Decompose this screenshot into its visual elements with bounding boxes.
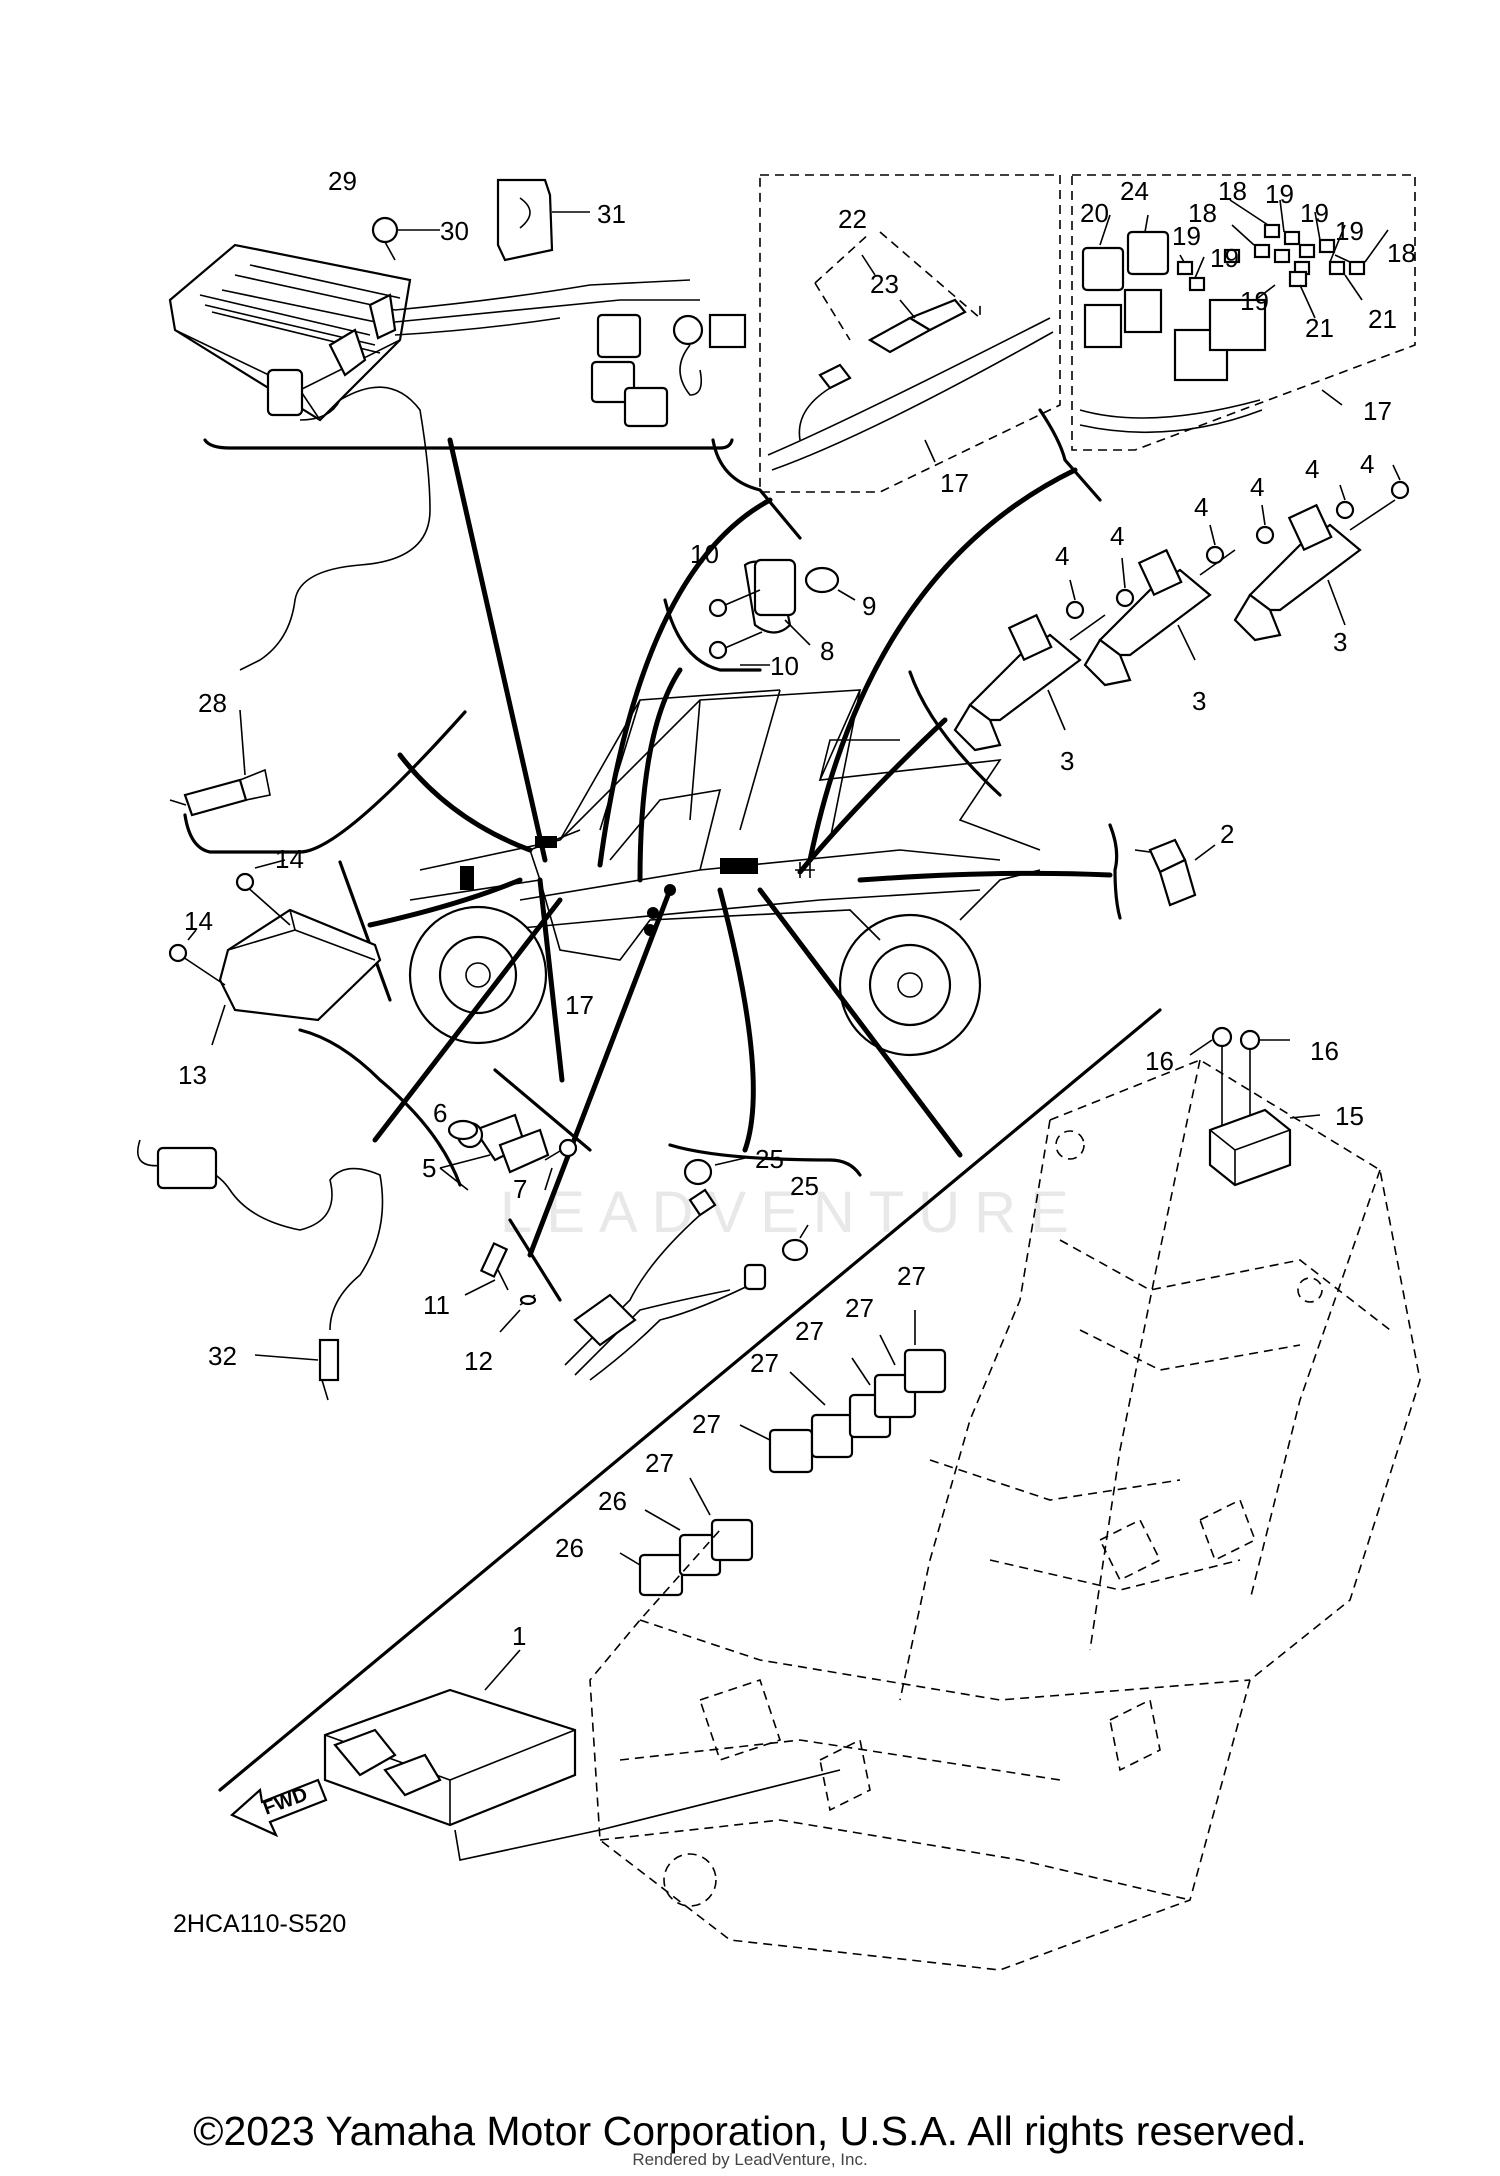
part-9-o-ring (804, 566, 856, 601)
vehicle-illustration (408, 689, 1041, 1057)
callout-4: 4 (1194, 492, 1208, 522)
callout-4: 4 (1360, 449, 1374, 479)
part-27-relay-row (739, 1310, 947, 1474)
callout-22: 22 (838, 204, 867, 234)
callout-19: 19 (1172, 221, 1201, 251)
callout-27: 27 (692, 1409, 721, 1439)
part-16-bolts (1189, 1026, 1290, 1125)
group-leader-lines (367, 437, 1113, 1258)
part-25-harness (564, 1157, 809, 1381)
callout-16: 16 (1145, 1046, 1174, 1076)
callout-14: 14 (275, 844, 304, 874)
fuse-detail-box-17 (1071, 174, 1416, 451)
callout-6: 6 (433, 1098, 447, 1128)
callout-19: 19 (1240, 286, 1269, 316)
callout-30: 30 (440, 216, 469, 246)
part-31-bracket (496, 178, 590, 262)
callout-10: 10 (690, 539, 719, 569)
group-brackets (183, 408, 1162, 1792)
callout-3: 3 (1333, 627, 1347, 657)
callout-25: 25 (790, 1171, 819, 1201)
callout-4: 4 (1250, 472, 1264, 502)
callout-1: 1 (512, 1621, 526, 1651)
callout-21: 21 (1305, 313, 1334, 343)
callout-19: 19 (1335, 216, 1364, 246)
electrical-tray (589, 1059, 1421, 1971)
callout-29: 29 (328, 166, 357, 196)
fuse-cluster (1176, 223, 1366, 292)
callout-5: 5 (422, 1153, 436, 1183)
callout-24: 24 (1120, 176, 1149, 206)
part-30-bolt (371, 216, 440, 261)
callout-32: 32 (208, 1341, 237, 1371)
callout-3: 3 (1060, 746, 1074, 776)
callout-20: 20 (1080, 198, 1109, 228)
callout-10: 10 (770, 651, 799, 681)
callout-16: 16 (1310, 1036, 1339, 1066)
callout-11: 11 (423, 1290, 450, 1320)
watermark-text: LEADVENTURE (500, 1180, 1083, 1245)
copyright-notice: ©2023 Yamaha Motor Corporation, U.S.A. A… (193, 2108, 1307, 2154)
callout-19: 19 (1265, 179, 1294, 209)
callout-18: 18 (1218, 176, 1247, 206)
part-10-bolts (708, 589, 770, 666)
callout-4: 4 (1055, 541, 1069, 571)
callout-18: 18 (1188, 198, 1217, 228)
callout-27: 27 (750, 1348, 779, 1378)
part-3-ignition-coil-3 (1233, 499, 1396, 642)
callout-2: 2 (1220, 819, 1234, 849)
callout-9: 9 (862, 591, 876, 621)
callout-17: 17 (940, 468, 969, 498)
callout-26: 26 (555, 1533, 584, 1563)
callout-15: 15 (1335, 1101, 1364, 1131)
part-28-sensor (169, 368, 431, 817)
fwd-arrow: FWD (230, 1778, 328, 1838)
part-2-switch (1134, 838, 1216, 907)
callout-19: 19 (1210, 243, 1239, 273)
callout-13: 13 (178, 1060, 207, 1090)
part-7-screw (544, 1138, 578, 1191)
part-4-bolts (1065, 464, 1410, 620)
callout-28: 28 (198, 688, 227, 718)
callout-25: 25 (755, 1144, 784, 1174)
callout-27: 27 (845, 1293, 874, 1323)
part-15-relay (1208, 1108, 1321, 1187)
part-6-o-ring (447, 1119, 479, 1141)
rendered-by-notice: Rendered by LeadVenture, Inc. (632, 2150, 868, 2169)
callout-27: 27 (897, 1261, 926, 1291)
part-8-sensor (743, 558, 811, 646)
callout-23: 23 (870, 269, 899, 299)
part-13-relay-box (211, 908, 382, 1046)
part-11-sensor (464, 1241, 509, 1296)
callout-17: 17 (565, 990, 594, 1020)
part-3-ignition-coil-2 (1083, 548, 1236, 687)
callout-4: 4 (1110, 521, 1124, 551)
callout-19: 19 (1300, 198, 1329, 228)
callout-27: 27 (795, 1316, 824, 1346)
diagram-code: 2HCA110-S520 (173, 1910, 346, 1938)
callout-3: 3 (1192, 686, 1206, 716)
part-26-relays (619, 1477, 754, 1597)
callout-17: 17 (1363, 396, 1392, 426)
callout-4: 4 (1305, 454, 1319, 484)
callout-7: 7 (513, 1174, 527, 1204)
callout-labels: 1 2 3 3 3 4 4 4 4 4 4 5 6 7 8 9 10 10 11… (178, 166, 1416, 1651)
callout-14: 14 (184, 906, 213, 936)
part-29-control-unit (168, 243, 747, 428)
callout-12: 12 (464, 1346, 493, 1376)
part-14-screws (168, 859, 291, 986)
harness-detail-box-22 (759, 174, 1061, 493)
part-3-ignition-coil-1 (953, 613, 1106, 752)
callout-31: 31 (597, 199, 626, 229)
callout-18: 18 (1387, 238, 1416, 268)
part-32-sensor (137, 1139, 384, 1401)
label-leaders (861, 199, 1389, 463)
callout-27: 27 (645, 1448, 674, 1478)
callout-21: 21 (1368, 304, 1397, 334)
callout-26: 26 (598, 1486, 627, 1516)
callout-8: 8 (820, 636, 834, 666)
part-12-washer (499, 1294, 537, 1333)
part-1-ecu (323, 1649, 841, 1861)
